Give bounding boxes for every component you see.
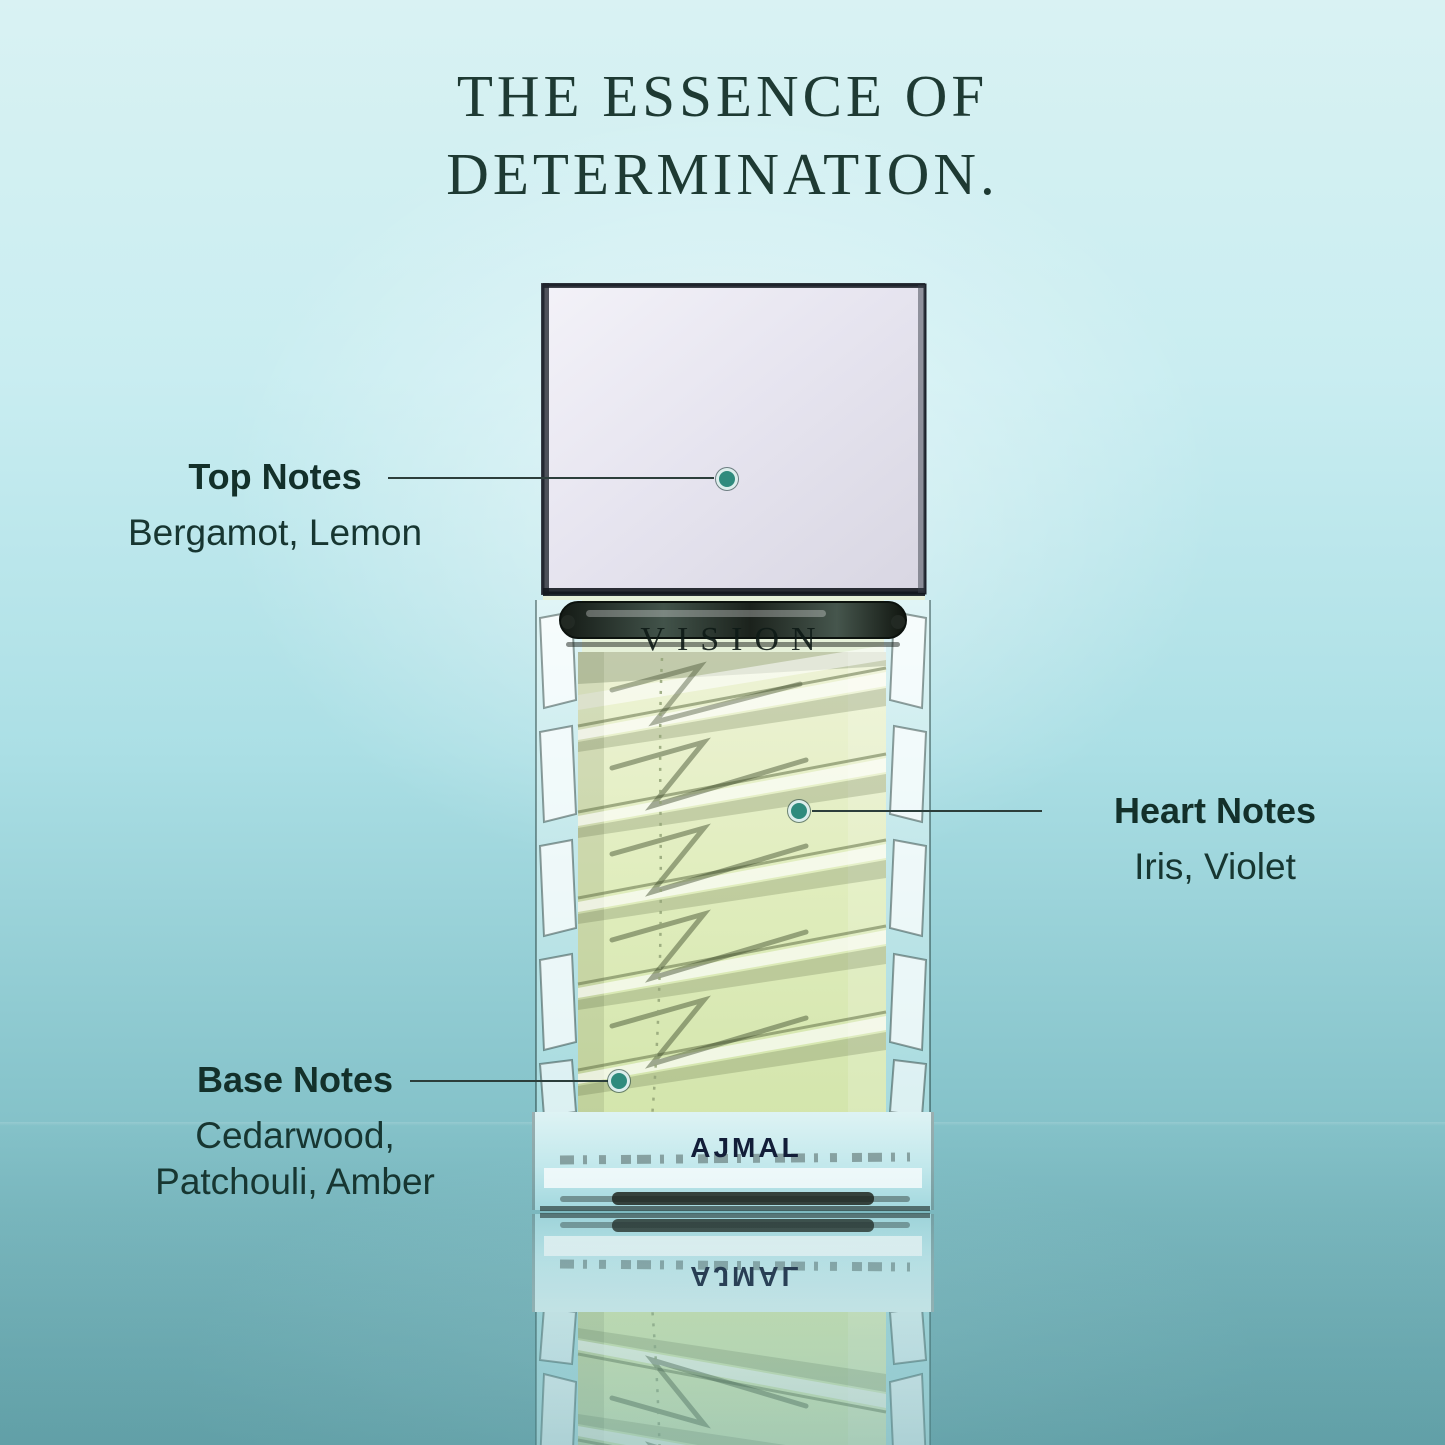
cap-top-edge <box>543 283 925 288</box>
heart-notes-annotation: Heart Notes Iris, Violet <box>1080 790 1350 890</box>
liquid-rib-pattern <box>577 661 887 1096</box>
product-name-text: VISION <box>640 621 827 658</box>
cap-right-edge <box>918 285 925 593</box>
heart-notes-label: Heart Notes <box>1113 790 1317 831</box>
cap-bottom-edge <box>543 588 925 596</box>
base-notes-annotation: Base Notes Cedarwood, Patchouli, Amber <box>95 1059 495 1205</box>
reflection-fade <box>0 1212 1445 1445</box>
title-line-1: THE ESSENCE OF <box>456 63 989 129</box>
heart-notes-marker-dot <box>788 800 810 822</box>
cap-left-edge <box>541 283 549 595</box>
top-notes-annotation: Top Notes Bergamot, Lemon <box>60 456 490 556</box>
bottle-collar <box>559 601 907 639</box>
right-edge-facets <box>888 610 928 1118</box>
top-notes-label: Top Notes <box>188 456 362 497</box>
top-notes-connector-line <box>388 477 714 479</box>
top-notes-text: Bergamot, Lemon <box>127 512 423 553</box>
base-notes-label: Base Notes <box>196 1059 394 1100</box>
left-edge-facets <box>538 610 578 1118</box>
heart-notes-connector-line <box>812 810 1042 812</box>
base-notes-marker-dot <box>608 1070 630 1092</box>
page-title: THE ESSENCE OF DETERMINATION. <box>0 58 1445 214</box>
top-notes-marker-dot <box>716 468 738 490</box>
bottle-cap <box>541 283 927 595</box>
heart-notes-text: Iris, Violet <box>1134 846 1296 887</box>
brand-text: AJMAL <box>690 1132 801 1163</box>
base-notes-text-line-2: Patchouli, Amber <box>155 1161 435 1202</box>
base-notes-connector-line <box>410 1080 610 1082</box>
base-notes-text-line-1: Cedarwood, <box>195 1115 395 1156</box>
title-line-2: DETERMINATION. <box>446 140 999 207</box>
